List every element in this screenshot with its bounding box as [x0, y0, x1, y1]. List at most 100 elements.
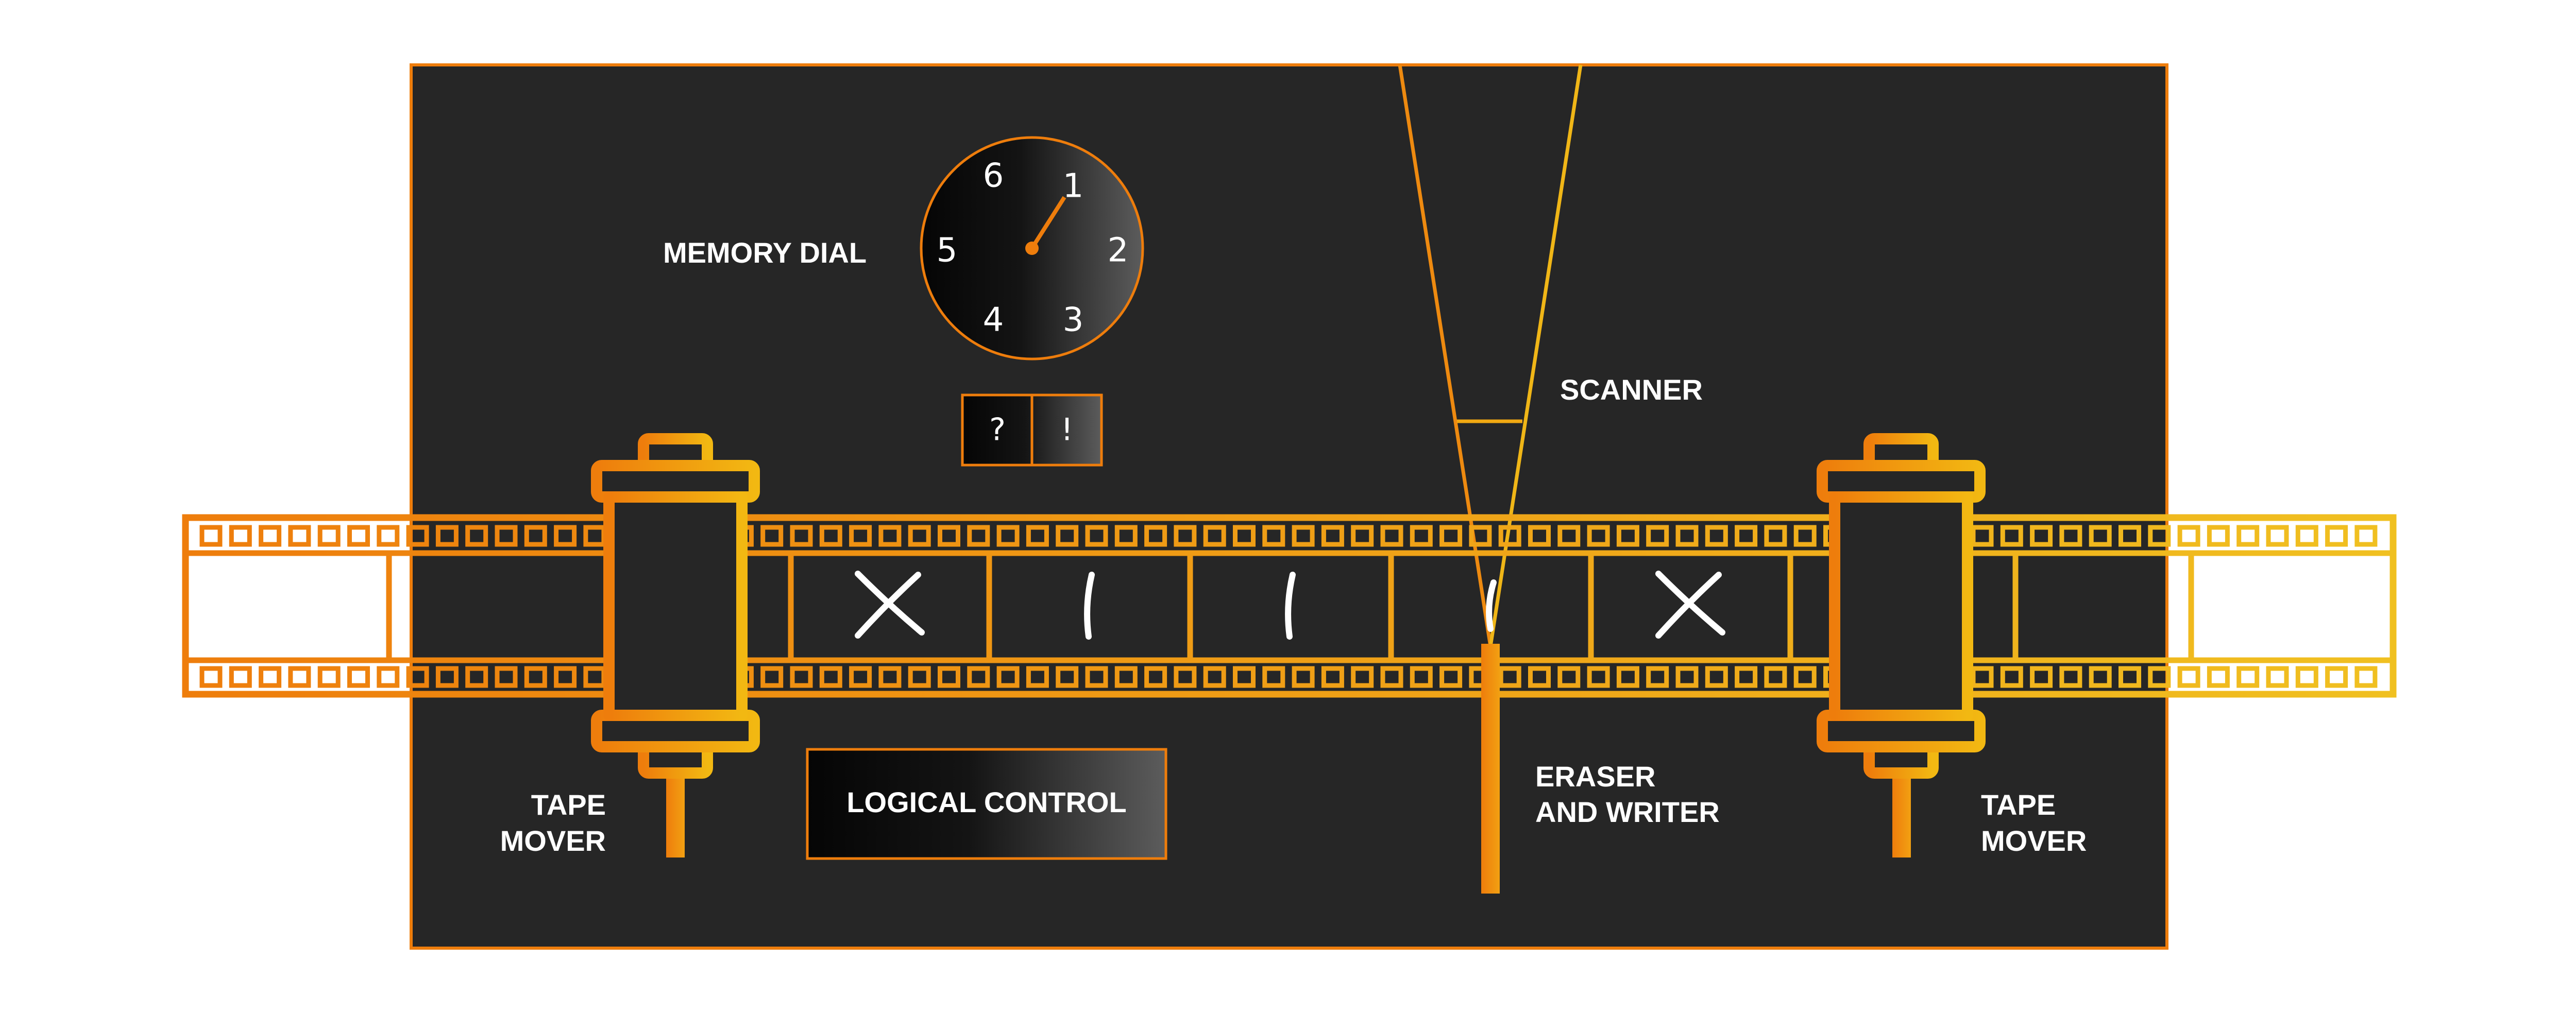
sprocket-hole [1439, 666, 1463, 688]
sprocket-hole [1380, 525, 1403, 547]
sprocket-hole [1793, 525, 1817, 547]
sprocket-hole [1292, 666, 1315, 688]
sprocket-hole [1646, 525, 1669, 547]
sprocket-hole [1174, 525, 1197, 547]
scanner-label: SCANNER [1560, 373, 1703, 406]
sprocket-hole [199, 525, 223, 547]
sprocket-hole [1262, 525, 1285, 547]
sprocket-hole [1233, 666, 1256, 688]
sprocket-hole [996, 666, 1020, 688]
sprocket-hole [1410, 666, 1433, 688]
sprocket-hole [406, 525, 429, 547]
sprocket-hole [1498, 666, 1521, 688]
sprocket-hole [1557, 666, 1581, 688]
sprocket-hole [1203, 525, 1226, 547]
sprocket-hole [1085, 525, 1108, 547]
sprocket-hole [1705, 666, 1728, 688]
sprocket-hole [878, 525, 902, 547]
sprocket-hole [524, 666, 547, 688]
sprocket-hole [2177, 525, 2200, 547]
sprocket-hole [377, 666, 400, 688]
sprocket-hole [849, 666, 872, 688]
sprocket-hole [1174, 666, 1197, 688]
sprocket-hole [938, 525, 960, 547]
sprocket-hole [1351, 525, 1374, 547]
sprocket-hole [1085, 666, 1108, 688]
sprocket-hole [2059, 525, 2082, 547]
sprocket-hole [2236, 666, 2260, 688]
sprocket-hole [1764, 666, 1787, 688]
sprocket-hole [878, 666, 902, 688]
dial-hub [1025, 242, 1039, 255]
sprocket-hole [1056, 666, 1079, 688]
eraser-label-2: AND WRITER [1535, 796, 1720, 828]
sprocket-hole [2354, 525, 2378, 547]
sprocket-hole [2236, 525, 2260, 547]
sprocket-hole [1587, 525, 1610, 547]
sprocket-hole [495, 525, 518, 547]
sprocket-hole [908, 525, 931, 547]
sprocket-hole [790, 525, 813, 547]
sprocket-hole [435, 525, 459, 547]
sprocket-hole [1675, 666, 1699, 688]
sprocket-hole [2207, 666, 2230, 688]
sprocket-hole [2030, 525, 2053, 547]
sprocket-hole [554, 666, 577, 688]
sprocket-hole [1793, 666, 1817, 688]
sprocket-hole [347, 525, 370, 547]
sprocket-hole [1321, 525, 1344, 547]
sprocket-hole [435, 666, 459, 688]
sprocket-hole [1705, 525, 1728, 547]
sprocket-hole [1764, 525, 1787, 547]
sprocket-hole [2295, 666, 2318, 688]
sprocket-hole [2119, 666, 2141, 688]
sprocket-hole [1616, 525, 1639, 547]
sprocket-hole [1498, 525, 1521, 547]
sprocket-hole [465, 666, 488, 688]
sprocket-hole [849, 525, 872, 547]
sprocket-hole [1114, 525, 1138, 547]
sprocket-hole [1410, 525, 1433, 547]
dial-number-3: 3 [1063, 301, 1084, 339]
memory-dial: 1 2 3 4 5 6 [920, 136, 1144, 361]
tape-mover-right-label-2: MOVER [1981, 825, 2087, 857]
sprocket-hole [908, 666, 931, 688]
sprocket-hole [259, 525, 282, 547]
logical-control-label: LOGICAL CONTROL [846, 786, 1126, 818]
sprocket-hole [1557, 525, 1581, 547]
sprocket-hole [377, 525, 400, 547]
sprocket-hole [1439, 525, 1463, 547]
tape [182, 514, 2397, 698]
sprocket-hole [259, 666, 282, 688]
sprocket-hole [967, 525, 990, 547]
tape-mover-left [591, 433, 760, 857]
sprocket-hole [317, 666, 341, 688]
dial-number-4: 4 [983, 301, 1004, 339]
sprocket-hole [2266, 666, 2289, 688]
sprocket-hole [1321, 666, 1344, 688]
sprocket-hole [1026, 525, 1049, 547]
sprocket-hole [760, 666, 784, 688]
sprocket-hole [2119, 525, 2141, 547]
dial-number-1: 1 [1063, 167, 1084, 205]
sprocket-hole [1114, 666, 1138, 688]
dial-pointer [1030, 196, 1066, 250]
sprocket-hole [2148, 525, 2171, 547]
sprocket-hole [1528, 666, 1551, 688]
question-box: ? [989, 412, 1006, 448]
sprocket-hole [2325, 666, 2348, 688]
sprocket-hole [2177, 666, 2200, 688]
sprocket-hole [760, 525, 784, 547]
sprocket-hole [1380, 666, 1403, 688]
sprocket-hole [288, 525, 311, 547]
exclaim-box: ! [1061, 412, 1073, 448]
sprocket-hole [1735, 666, 1758, 688]
sprocket-hole [1233, 525, 1256, 547]
sprocket-hole [1528, 525, 1551, 547]
tape-symbol-x [1655, 571, 1725, 639]
sprocket-hole [2000, 525, 2023, 547]
sprocket-hole [1292, 525, 1315, 547]
sprocket-hole [2266, 525, 2289, 547]
sprocket-hole [2059, 666, 2082, 688]
memory-dial-label: MEMORY DIAL [663, 236, 867, 269]
